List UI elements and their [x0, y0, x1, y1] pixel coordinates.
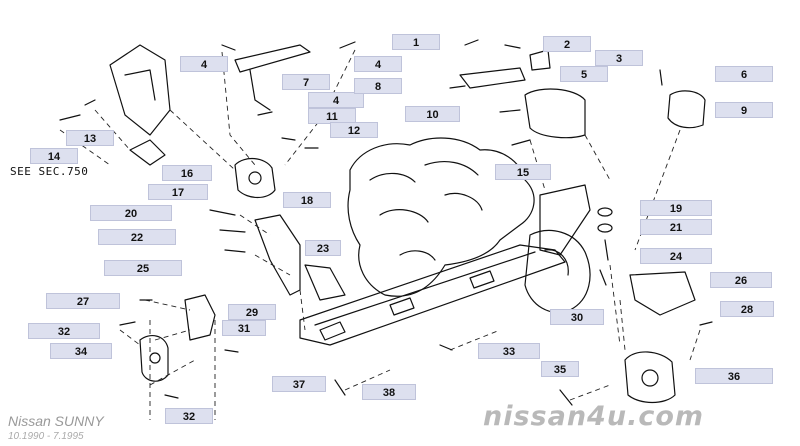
- callout-29: 29: [228, 304, 276, 320]
- callout-18: 18: [283, 192, 331, 208]
- callout-13: 13: [66, 130, 114, 146]
- model-name: Nissan SUNNY: [8, 413, 104, 429]
- callout-15: 15: [495, 164, 551, 180]
- callout-26: 26: [710, 272, 772, 288]
- callout-33: 33: [478, 343, 540, 359]
- callout-12: 12: [330, 122, 378, 138]
- callout-10: 10: [405, 106, 460, 122]
- mount-16: [234, 158, 276, 199]
- callout-32-b: 32: [165, 408, 213, 424]
- callout-31: 31: [222, 320, 266, 336]
- callout-14: 14: [30, 148, 78, 164]
- mount-36: [624, 351, 676, 404]
- center-member: [299, 244, 566, 346]
- callout-21: 21: [640, 219, 712, 235]
- callout-1: 1: [392, 34, 440, 50]
- mount-34: [139, 334, 169, 382]
- callout-32-a: 32: [28, 323, 100, 339]
- callout-8: 8: [354, 78, 402, 94]
- see-section-reference: SEE SEC.750: [10, 165, 89, 178]
- callout-23: 23: [305, 240, 341, 256]
- callout-38: 38: [362, 384, 416, 400]
- callout-17: 17: [148, 184, 208, 200]
- callout-36: 36: [695, 368, 773, 384]
- callout-28: 28: [720, 301, 774, 317]
- callout-35: 35: [541, 361, 579, 377]
- bracket-upper-left: [109, 44, 171, 136]
- callout-22: 22: [98, 229, 176, 245]
- callout-25: 25: [104, 260, 182, 276]
- engine-block: [347, 137, 535, 297]
- callout-7: 7: [282, 74, 330, 90]
- callout-2: 2: [543, 36, 591, 52]
- callout-4-c: 4: [308, 92, 364, 108]
- callout-6: 6: [715, 66, 773, 82]
- callout-37: 37: [272, 376, 326, 392]
- production-date-range: 10.1990 - 7.1995: [8, 431, 84, 442]
- callout-34: 34: [50, 343, 112, 359]
- transmission: [524, 229, 591, 313]
- callout-5: 5: [560, 66, 608, 82]
- callout-4-a: 4: [180, 56, 228, 72]
- site-watermark: nissan4u.com: [483, 401, 705, 432]
- callout-20: 20: [90, 205, 172, 221]
- callout-19: 19: [640, 200, 712, 216]
- callout-3: 3: [595, 50, 643, 66]
- callout-30: 30: [550, 309, 604, 325]
- callout-24: 24: [640, 248, 712, 264]
- callout-9: 9: [715, 102, 773, 118]
- callout-4-b: 4: [354, 56, 402, 72]
- callout-16: 16: [162, 165, 212, 181]
- callout-27: 27: [46, 293, 120, 309]
